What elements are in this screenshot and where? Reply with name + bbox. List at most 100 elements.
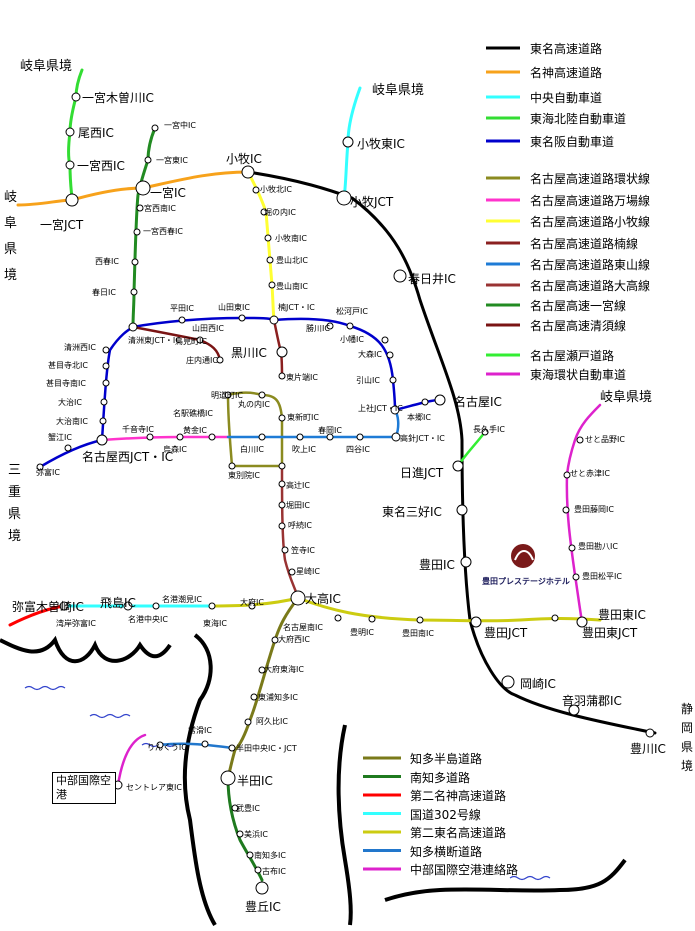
jct-marker xyxy=(135,180,151,196)
ic-label-small: 大府IC xyxy=(240,598,264,607)
legend-label: 名古屋高速道路万場線 xyxy=(530,194,651,208)
ic-marker xyxy=(241,165,255,179)
legend-label: 東名高速道路 xyxy=(530,42,603,56)
ic-label-small: 東片端IC xyxy=(286,373,318,382)
hotel-name: 豊田プレステージホテル xyxy=(482,577,570,586)
ic-label-small: 東新町IC xyxy=(287,413,319,422)
road-ohdaka-line xyxy=(280,464,300,600)
ic-label-small: 吹上IC xyxy=(292,445,316,454)
ic-label: 一宮IC xyxy=(150,186,186,200)
ic-label-small: 山田西IC xyxy=(192,324,224,333)
ic-marker xyxy=(65,160,75,170)
legend-label: 名神高速道路 xyxy=(530,66,603,80)
legend-label: 名古屋高速道路環状線 xyxy=(530,172,651,186)
ic-label-small: 星崎IC xyxy=(296,567,320,576)
legend-label: 名古屋瀬戸道路 xyxy=(530,349,615,363)
ic-label-small: 堀の内IC xyxy=(264,208,296,217)
ic-label: 豊丘IC xyxy=(245,900,281,914)
ic-label-small: 大治南IC xyxy=(56,417,88,426)
small-markers xyxy=(36,124,584,874)
pref-gifu-left: 岐阜県境 xyxy=(20,59,73,74)
ic-marker xyxy=(220,770,236,786)
ic-label-small: 本郷IC xyxy=(407,413,431,422)
legend-label: 第二東名高速道路 xyxy=(410,826,507,840)
ic-label-small: 豊山北IC xyxy=(276,256,308,265)
ic-label: 日進JCT xyxy=(400,466,444,480)
jct-marker xyxy=(452,460,464,472)
ic-label-small: 烏森IC xyxy=(163,445,187,454)
road-meishin xyxy=(16,170,250,207)
ic-marker xyxy=(501,675,515,689)
ic-label-small: りんくうIC xyxy=(147,743,187,752)
jct-marker xyxy=(470,616,482,628)
pref-gifu-vertical: 岐阜県境 xyxy=(4,190,18,283)
ic-label-small: 小幡IC xyxy=(340,335,364,344)
pref-mie: 三重県境 xyxy=(8,463,22,544)
ic-label-small: せと赤津IC xyxy=(570,469,610,478)
ic-label-small: 庄内通IC xyxy=(186,356,218,365)
pref-gifu-right: 岐阜県境 xyxy=(600,390,653,405)
ic-label-small: セントレア東IC xyxy=(126,783,182,792)
ic-label-small: 清洲東JCT・IC xyxy=(128,336,181,345)
ic-label-small: 西春IC xyxy=(95,257,119,266)
legend-label: 第二名神高速道路 xyxy=(410,789,507,803)
ic-label-small: 甚目寺南IC xyxy=(46,379,86,388)
legend-label: 名古屋高速道路楠線 xyxy=(530,237,639,251)
legend-label: 東海北陸自動車道 xyxy=(530,112,627,126)
ic-label-small: 古布IC xyxy=(262,867,286,876)
ic-marker xyxy=(342,136,354,148)
ic-label-small: 半田中央IC・JCT xyxy=(236,744,297,753)
ic-label-small: 四谷IC xyxy=(346,445,370,454)
road-komaki-line xyxy=(246,170,276,322)
legend-label: 南知多道路 xyxy=(410,770,471,785)
ic-label-small: 高針JCT・IC xyxy=(400,434,445,443)
ic-marker xyxy=(568,704,580,716)
ic-label: 名古屋IC xyxy=(454,395,502,409)
jct-marker xyxy=(65,193,79,207)
ic-label-small: 大森IC xyxy=(358,350,382,359)
legend-label: 東海環状自動車道 xyxy=(530,368,627,382)
ic-label-small: 小牧北IC xyxy=(260,185,292,194)
ic-label: 春日井IC xyxy=(408,272,456,286)
legend-label: 名古屋高速一宮線 xyxy=(530,299,627,313)
legend-top-swatches xyxy=(486,46,520,376)
ic-label: 飛島IC xyxy=(100,596,136,610)
ic-label-small: 豊明IC xyxy=(350,628,374,637)
ic-marker xyxy=(290,590,306,606)
ic-label: 尾西IC xyxy=(78,126,114,140)
ic-label-small: 小牧南IC xyxy=(275,234,307,243)
ic-label: 豊田JCT xyxy=(484,626,528,640)
ic-markers xyxy=(36,92,655,895)
ic-label-small: せと品野IC xyxy=(585,435,625,444)
legend-label: 知多半島道路 xyxy=(410,752,483,766)
ic-label-small: 名港潮見IC xyxy=(162,595,202,604)
ic-label-small: 蟹江IC xyxy=(48,433,72,442)
ic-label-small: 清洲西IC xyxy=(64,343,96,352)
coastline xyxy=(0,633,627,927)
ic-label-small: 名古屋南IC xyxy=(283,623,323,632)
ic-label: 一宮木曽川IC xyxy=(82,91,154,105)
legend-label: 中央自動車道 xyxy=(530,91,603,105)
ic-label-small: 平田IC xyxy=(170,304,194,313)
airport-box: 中部国際空港 xyxy=(52,772,116,804)
ic-label-small: 春岡IC xyxy=(318,426,342,435)
ic-label-small: 楠JCT・IC xyxy=(278,303,315,312)
ic-label-small: 武豊IC xyxy=(236,804,260,813)
ic-marker xyxy=(255,881,269,895)
ic-marker xyxy=(456,504,468,516)
legend-label: 東名阪自動車道 xyxy=(530,135,615,149)
legend-label: 中部国際空港連絡路 xyxy=(410,863,519,877)
hotel-logo xyxy=(511,544,535,568)
ic-label-small: 宮西南IC xyxy=(144,204,176,213)
ic-label-small: 明道町IC xyxy=(211,391,243,400)
ic-label-small: 弥富IC xyxy=(36,468,60,477)
legend-label: 名古屋高速清須線 xyxy=(530,319,627,333)
ic-label-small: 阿久比IC xyxy=(256,717,288,726)
ic-label: 豊田東JCT xyxy=(582,626,638,640)
ic-label: 豊川IC xyxy=(630,742,666,756)
ic-marker xyxy=(460,556,472,568)
road-tomei xyxy=(246,170,657,735)
ic-label-small: 大府東海IC xyxy=(264,665,304,674)
jct-marker xyxy=(96,434,108,446)
